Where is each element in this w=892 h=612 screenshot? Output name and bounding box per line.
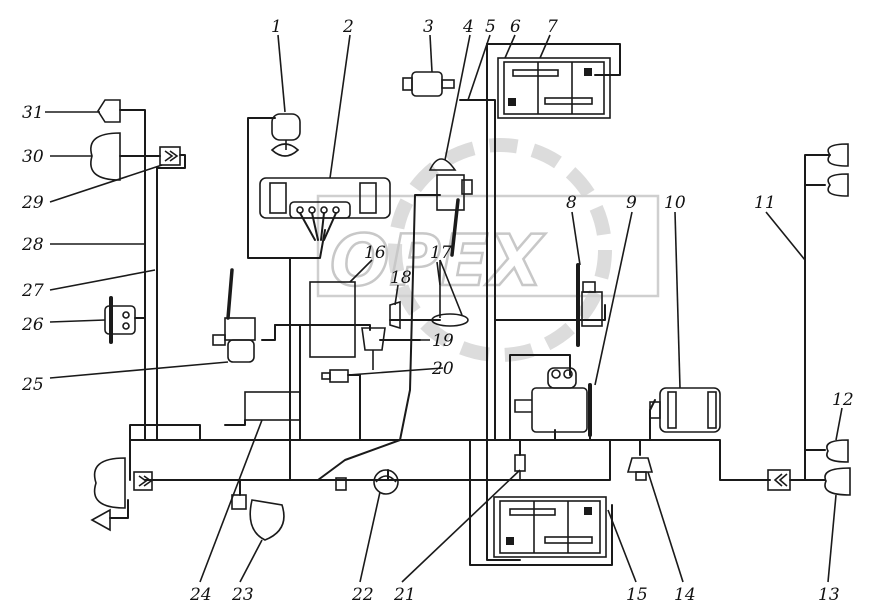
callout-8: 8 (566, 193, 577, 213)
callout-3: 3 (423, 17, 434, 37)
callout-1: 1 (271, 17, 282, 37)
component-18 (389, 300, 401, 330)
callout-24: 24 (189, 585, 212, 605)
watermark-text: OPEX (330, 220, 546, 302)
component-20 (321, 369, 349, 383)
component-31 (97, 99, 121, 123)
component-26 (104, 296, 136, 344)
component-2 (259, 177, 391, 241)
callout-9: 9 (626, 193, 637, 213)
component-8 (576, 263, 603, 347)
callout-28: 28 (21, 235, 44, 255)
callout-4: 4 (462, 17, 474, 37)
component-30 (90, 132, 161, 181)
callout-6: 6 (510, 17, 521, 37)
component-23 (231, 494, 285, 541)
component-21 (514, 454, 526, 480)
component-29 (159, 146, 181, 166)
component-17 (431, 198, 469, 327)
callout-27: 27 (21, 281, 44, 301)
callout-26: 26 (21, 315, 44, 335)
component-left-lamp (90, 457, 153, 532)
callout-29: 29 (21, 193, 44, 213)
component-1 (270, 113, 301, 157)
component-22 (335, 469, 399, 495)
component-13 (824, 467, 851, 496)
callout-14: 14 (674, 585, 696, 605)
callout-13: 13 (818, 585, 840, 605)
callout-20: 20 (431, 359, 454, 379)
component-16 (309, 281, 356, 358)
component-9 (514, 367, 592, 437)
callout-23: 23 (231, 585, 254, 605)
callout-22: 22 (351, 585, 374, 605)
callout-10: 10 (664, 193, 686, 213)
component-25 (212, 268, 256, 363)
component-24 (244, 391, 301, 421)
component-3 (402, 71, 455, 97)
callout-2: 2 (342, 17, 354, 37)
callout-25: 25 (21, 375, 44, 395)
callout-12: 12 (832, 390, 854, 410)
component-14 (626, 457, 654, 481)
callout-15: 15 (626, 585, 648, 605)
callout-17: 17 (430, 243, 452, 263)
component-12 (826, 439, 849, 463)
callout-labels: 1 2 3 4 5 6 7 8 9 10 11 12 13 14 15 16 1… (21, 17, 854, 605)
component-7 (497, 57, 611, 119)
wiring-harness (109, 43, 831, 566)
callout-11: 11 (754, 193, 776, 213)
leader-lines (45, 34, 843, 583)
component-19 (361, 327, 386, 370)
component-11 (827, 143, 849, 197)
callout-21: 21 (393, 585, 416, 605)
component-4 (428, 158, 473, 211)
callout-7: 7 (547, 17, 558, 37)
component-15 (493, 496, 607, 558)
callout-16: 16 (364, 243, 386, 263)
component-10 (649, 387, 721, 433)
watermark: OPEX (316, 138, 660, 362)
callout-30: 30 (22, 147, 44, 167)
callout-18: 18 (390, 268, 412, 288)
callout-31: 31 (22, 103, 44, 123)
callout-19: 19 (432, 331, 454, 351)
callout-5: 5 (485, 17, 496, 37)
connector-right (767, 469, 791, 491)
